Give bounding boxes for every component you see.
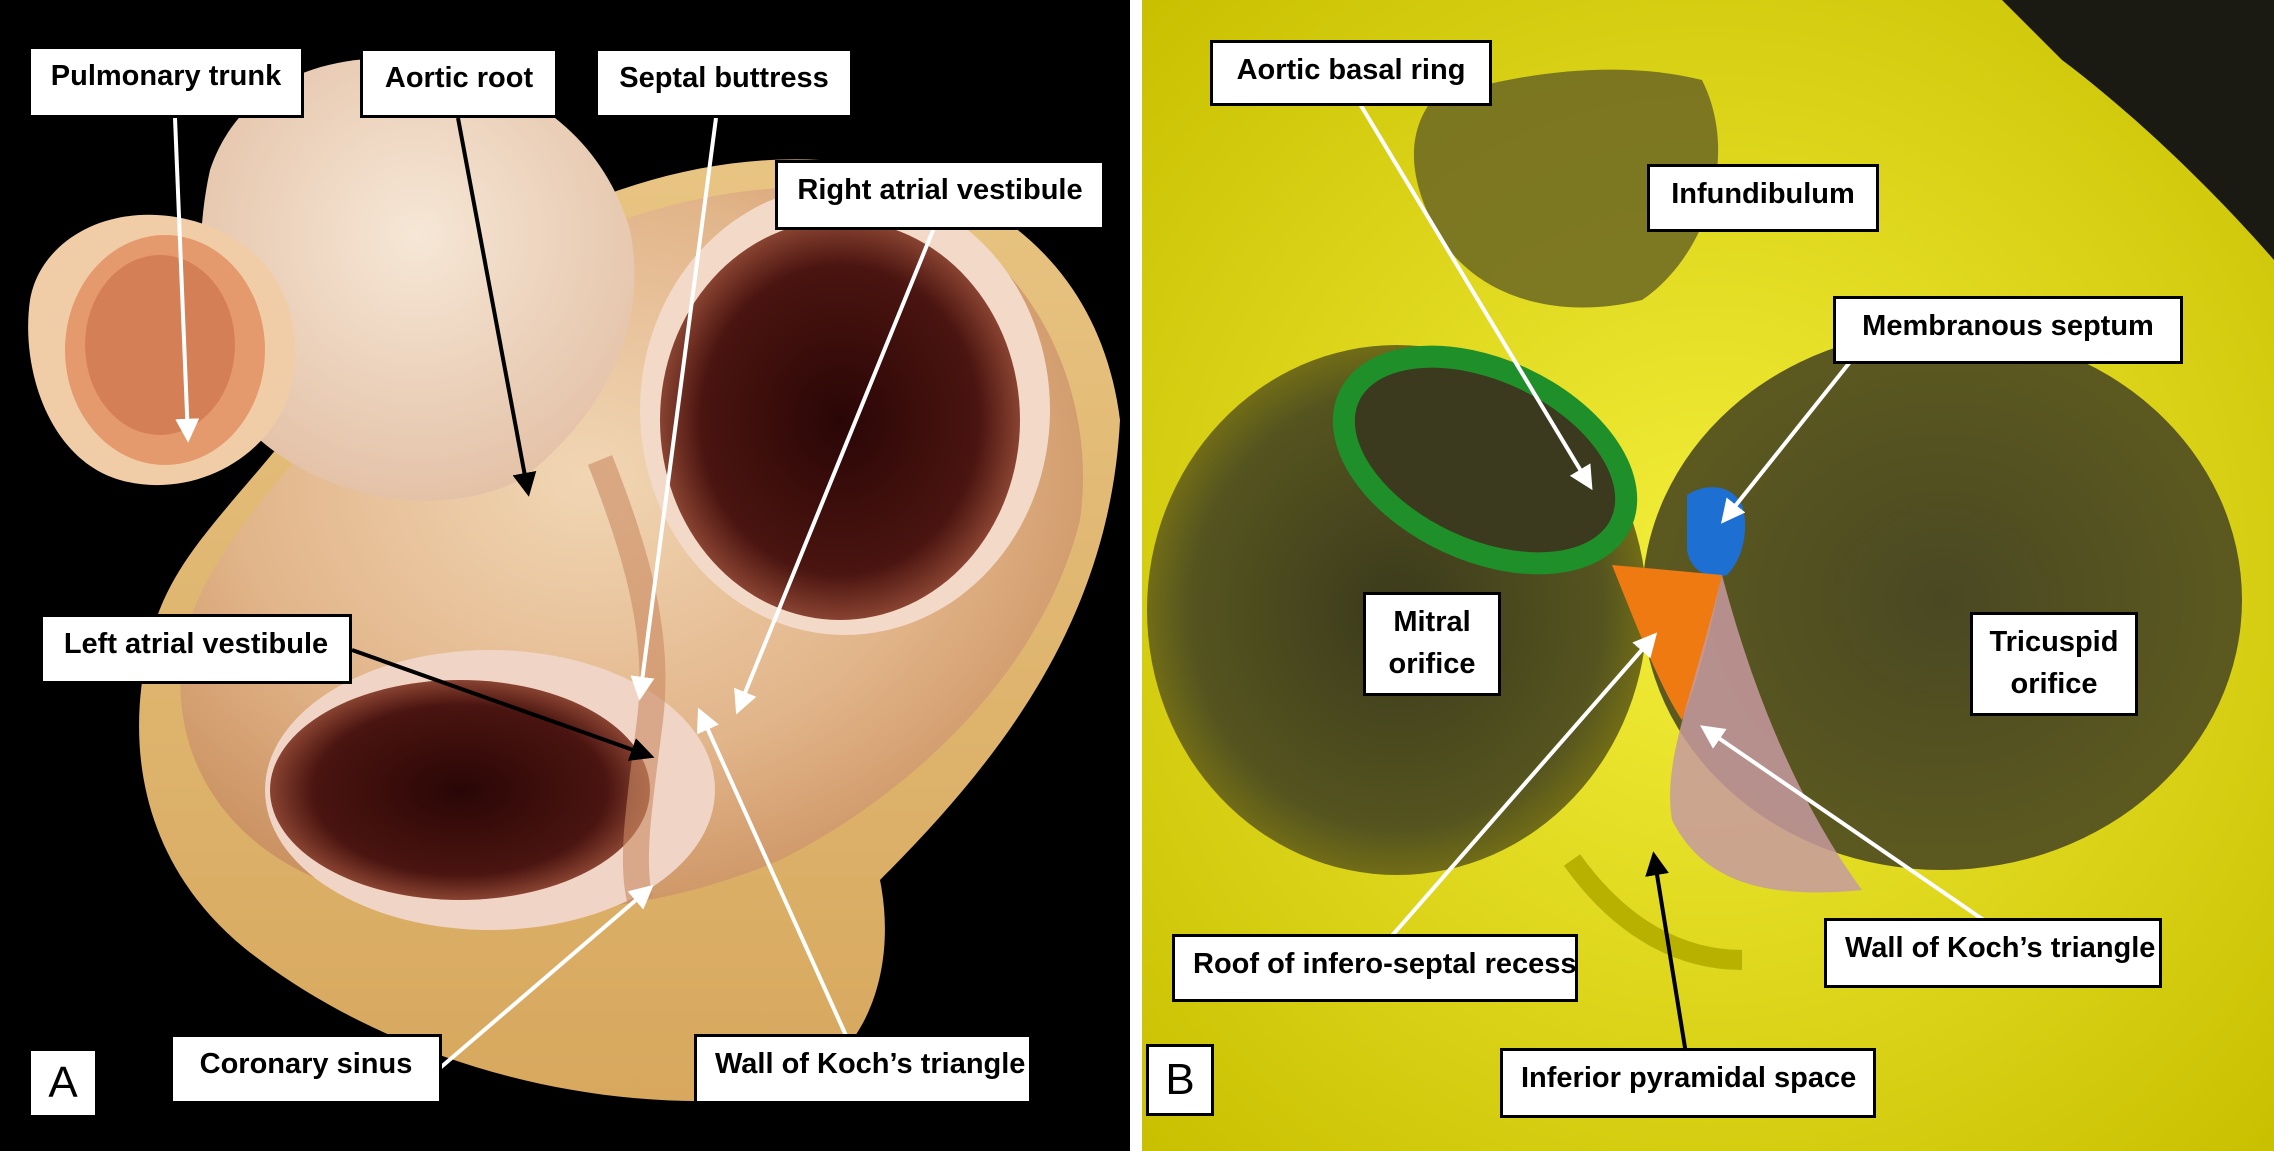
label-wall-of-kochs-triangle: Wall of Koch’s triangle [694,1034,1032,1104]
label-aortic-basal-ring: Aortic basal ring [1210,40,1492,106]
panel-a-heart-specimen: Pulmonary trunk Aortic root Septal buttr… [0,0,1130,1151]
panel-letter-a: A [28,1048,98,1118]
label-pulmonary-trunk: Pulmonary trunk [28,46,304,118]
label-inferior-pyramidal-space: Inferior pyramidal space [1500,1048,1876,1118]
background-shadow [2002,0,2274,260]
label-septal-buttress: Septal buttress [595,48,853,118]
label-infundibulum: Infundibulum [1647,164,1879,232]
label-wall-of-kochs-triangle-b: Wall of Koch’s triangle [1824,918,2162,988]
label-right-atrial-vestibule: Right atrial vestibule [775,160,1105,230]
label-aortic-root: Aortic root [360,48,558,118]
panel-b-3d-reconstruction: Aortic basal ring Infundibulum Membranou… [1142,0,2274,1151]
label-left-atrial-vestibule: Left atrial vestibule [40,614,352,684]
septal-ridge [587,455,666,904]
label-mitral-orifice: Mitral orifice [1363,592,1501,696]
label-coronary-sinus: Coronary sinus [170,1034,442,1104]
panel-letter-b: B [1146,1044,1214,1116]
label-tricuspid-orifice: Tricuspid orifice [1970,612,2138,716]
label-roof-of-infero-septal-recess: Roof of infero-septal recess [1172,934,1578,1002]
label-membranous-septum: Membranous septum [1833,296,2183,364]
